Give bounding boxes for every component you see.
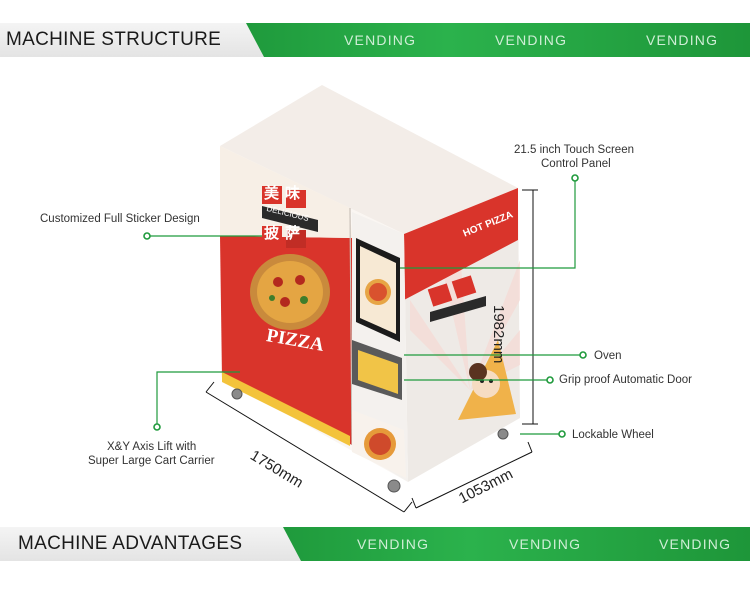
footer-band: MACHINE ADVANTAGES VENDING VENDING VENDI…: [0, 527, 750, 561]
header-green-bar: [246, 23, 750, 57]
footer-tag: VENDING: [357, 536, 430, 552]
callout-oven: Oven: [594, 350, 622, 362]
pizza-graphic: [250, 254, 330, 330]
callout-lines: [147, 178, 583, 435]
header-tag: VENDING: [495, 32, 568, 48]
header-band: MACHINE STRUCTURE VENDING VENDING VENDIN…: [0, 23, 750, 57]
callout-touch-screen-line1: 21.5 inch Touch Screen: [514, 144, 634, 156]
callout-sticker-design: Customized Full Sticker Design: [40, 213, 200, 225]
machine-top: [220, 85, 518, 234]
footer-title: MACHINE ADVANTAGES: [18, 533, 243, 554]
callout-lift-line2: Super Large Cart Carrier: [88, 455, 215, 467]
footer-tag: VENDING: [509, 536, 582, 552]
footer-green-bar: [283, 527, 750, 561]
callout-lift-line1: X&Y Axis Lift with: [107, 441, 197, 453]
callout-dots: [143, 174, 587, 438]
base-strip: [222, 372, 350, 446]
header-title: MACHINE STRUCTURE: [6, 29, 222, 50]
dimension-height: 1982mm: [490, 305, 507, 364]
callout-automatic-door: Grip proof Automatic Door: [559, 374, 692, 386]
wheel: [231, 388, 509, 493]
callout-lockable-wheel: Lockable Wheel: [572, 429, 654, 441]
header-tag: VENDING: [344, 32, 417, 48]
sticker-cn-top: 美味: [264, 185, 307, 202]
side-red-strip: [404, 188, 518, 300]
dimension-lines: [205, 189, 538, 513]
callout-touch-screen-line2: Control Panel: [541, 158, 611, 170]
header-tag: VENDING: [646, 32, 719, 48]
footer-title-bg: [0, 527, 330, 561]
footer-tag: VENDING: [659, 536, 732, 552]
sticker-cn-bottom: 披萨: [264, 225, 307, 242]
